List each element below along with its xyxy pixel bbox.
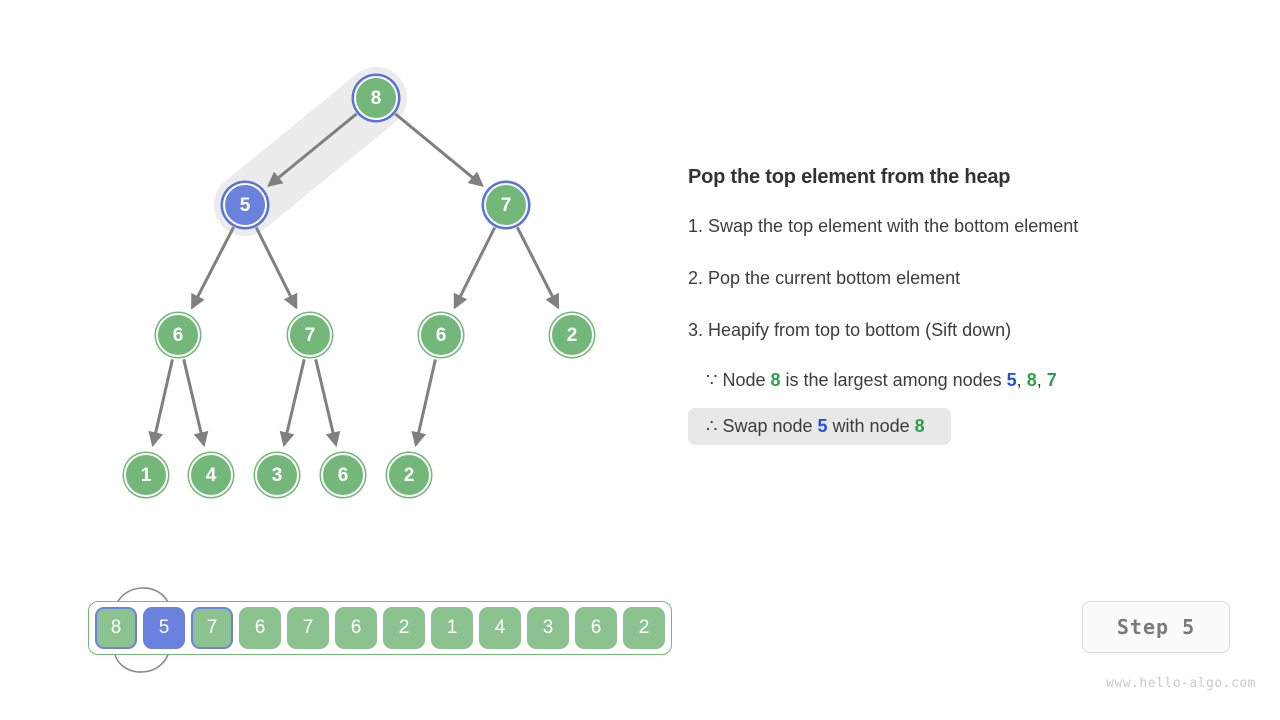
highlighted-value: 7: [1046, 370, 1057, 390]
tree-node: 8: [354, 76, 398, 120]
tree-edge: [314, 358, 341, 448]
page-title: Pop the top element from the heap: [688, 166, 1011, 188]
array-cell: 2: [383, 607, 425, 649]
array-cell: 8: [95, 607, 137, 649]
tree-node: 4: [189, 453, 233, 497]
watermark: www.hello-algo.com: [1106, 676, 1256, 691]
array-cell: 5: [143, 607, 185, 649]
array-cell: 6: [575, 607, 617, 649]
array-cell: 7: [287, 607, 329, 649]
tree-node: 5: [223, 183, 267, 227]
tree-node: 2: [387, 453, 431, 497]
highlighted-value: 8: [914, 416, 925, 436]
tree-node: 7: [288, 313, 332, 357]
reason-text: is the largest among nodes: [780, 370, 1007, 390]
reason-therefore: ∴ Swap node 5 with node 8: [688, 408, 951, 445]
array-cell: 4: [479, 607, 521, 649]
tree-node: 6: [156, 313, 200, 357]
array-cell: 6: [239, 607, 281, 649]
tree-edge: [148, 359, 174, 448]
highlighted-value: 8: [770, 370, 781, 390]
tree-edge: [190, 226, 235, 310]
tree-node: 6: [419, 313, 463, 357]
tree-node: 2: [550, 313, 594, 357]
tree-node: 7: [484, 183, 528, 227]
reason-text: ∵ Node: [706, 370, 771, 390]
array-cell: 3: [527, 607, 569, 649]
tree-edge: [394, 112, 484, 187]
array-cell: 1: [431, 607, 473, 649]
reason-text: ∴ Swap node: [706, 416, 818, 436]
tree-edge: [254, 226, 298, 310]
step-item-1: 1. Swap the top element with the bottom …: [688, 216, 1079, 236]
status-badge: Step 5: [1082, 601, 1230, 653]
highlighted-value: 8: [1026, 370, 1037, 390]
reason-text: ,: [1016, 370, 1027, 390]
tree-node: 1: [124, 453, 168, 497]
tree-node: 3: [255, 453, 299, 497]
edge-layer: [148, 112, 560, 448]
array-cell: 2: [623, 607, 665, 649]
tree-edge: [411, 359, 437, 448]
tree-node: 6: [321, 453, 365, 497]
tree-edge: [453, 226, 497, 310]
reason-text: with node: [827, 416, 915, 436]
reason-text: ,: [1036, 370, 1047, 390]
reason-because: ∵ Node 8 is the largest among nodes 5, 8…: [706, 370, 1057, 391]
highlighted-value: 5: [1006, 370, 1017, 390]
tree-edge: [279, 358, 306, 448]
step-item-2: 2. Pop the current bottom element: [688, 268, 961, 288]
tree-edge: [515, 226, 560, 310]
explanation-panel: Pop the top element from the heap 1. Swa…: [688, 0, 1248, 540]
array-cell: 7: [191, 607, 233, 649]
step-item-3: 3. Heapify from top to bottom (Sift down…: [688, 320, 1012, 340]
tree-edge: [267, 112, 358, 187]
tree-edge: [182, 358, 209, 448]
array-cell: 6: [335, 607, 377, 649]
highlighted-value: 5: [817, 416, 828, 436]
